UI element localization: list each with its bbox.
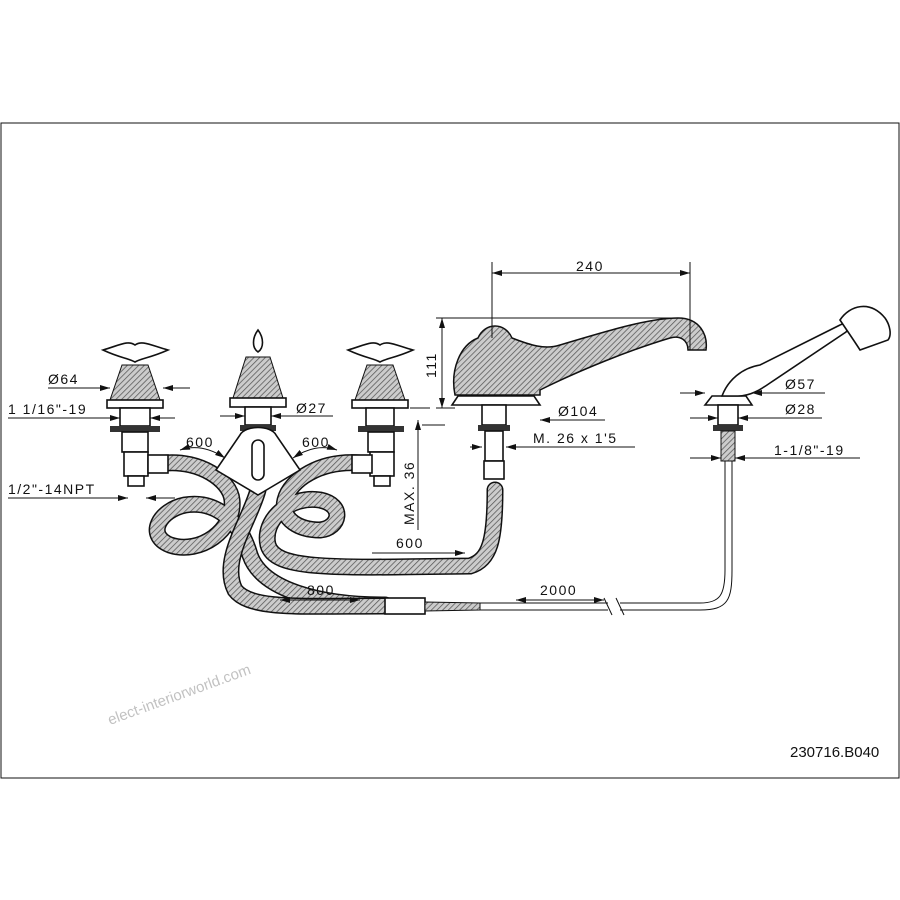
left-valve xyxy=(100,342,171,487)
watermark: elect-interiorworld.com xyxy=(106,661,254,729)
dim-hose-left: 600 xyxy=(186,434,214,450)
finial xyxy=(252,328,264,353)
dim-center-diameter: Ø27 xyxy=(296,400,327,416)
dim-spout-height: 111 xyxy=(423,352,439,378)
dim-handle-diameter: Ø64 xyxy=(48,371,79,387)
dim-spout-hose: 600 xyxy=(396,535,424,551)
right-valve xyxy=(345,342,416,487)
drawing-frame xyxy=(0,122,900,779)
hand-shower xyxy=(703,305,891,462)
dim-spout-reach: 240 xyxy=(576,258,604,274)
dim-deck-max: MAX. 36 xyxy=(401,461,417,525)
dim-holder-diameter: Ø57 xyxy=(785,376,816,392)
center-valve xyxy=(214,328,302,496)
dim-spout-base-diameter: Ø104 xyxy=(558,403,598,419)
dim-hose-right: 600 xyxy=(302,434,330,450)
dim-holder-thread: 1-1/8"-19 xyxy=(774,442,845,458)
dim-valve-thread: 1 1/16"-19 xyxy=(8,401,87,417)
dim-inlet-thread: 1/2"-14NPT xyxy=(8,481,96,497)
hose-coupling xyxy=(384,597,426,615)
cross-handle-left xyxy=(100,342,171,363)
hoses xyxy=(148,454,733,616)
dimension-lines xyxy=(8,262,860,603)
dim-shower-hose-2000: 2000 xyxy=(540,582,577,598)
cross-handle-right xyxy=(345,342,416,363)
dim-spout-thread: M. 26 x 1'5 xyxy=(533,430,618,446)
dim-shower-hose-800: 800 xyxy=(307,582,335,598)
drawing-code: 230716.B040 xyxy=(790,744,879,761)
bath-spout xyxy=(450,317,708,480)
dim-holder-stem-diameter: Ø28 xyxy=(785,401,816,417)
